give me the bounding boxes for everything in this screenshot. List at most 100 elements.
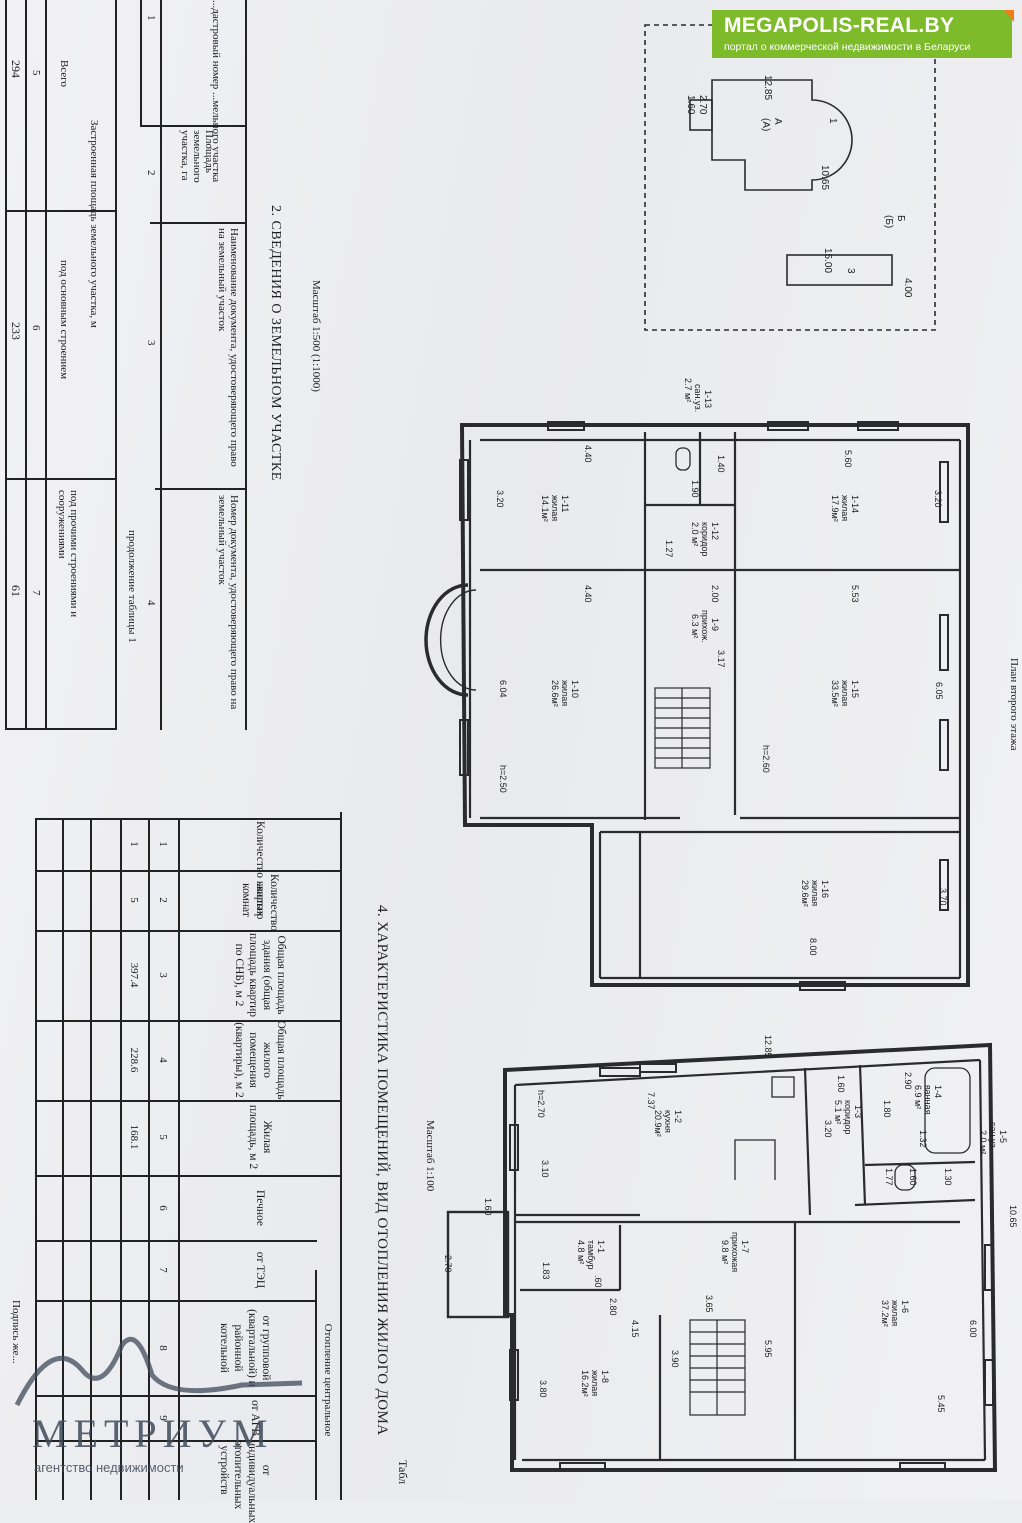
room-id: 1-6: [900, 1300, 910, 1313]
dimension: h=2.60: [761, 745, 771, 773]
room-area: 37.2м²: [880, 1300, 890, 1327]
site-label: 4.00: [902, 278, 913, 298]
dimension: 2.80: [608, 1298, 618, 1316]
room-id: 1-11: [560, 495, 570, 512]
site-label: 10.65: [819, 165, 830, 190]
room-id: 1-9: [710, 618, 720, 631]
dimension: 1.83: [541, 1262, 551, 1280]
bathtub-icon: [924, 1067, 971, 1154]
second-floor-walls: [459, 423, 970, 987]
dimension: 1.27: [664, 540, 674, 558]
dimension: 5.45: [936, 1395, 946, 1413]
room-id: 1-1: [596, 1240, 606, 1253]
room-area: 2.0 м²: [978, 1130, 988, 1154]
site-annex: [689, 99, 713, 131]
dimension: 1.80: [882, 1100, 892, 1118]
dimension: 10.65: [1008, 1205, 1018, 1228]
room-area: 17.9м²: [830, 495, 840, 522]
toilet-icon: [894, 1164, 916, 1191]
room-id: 1-3: [853, 1105, 863, 1118]
room-area: 2.7 м²: [683, 378, 693, 402]
dimension: 5.95: [763, 1340, 773, 1358]
dimension: 3.17: [716, 650, 726, 668]
room-area: 14.1м²: [540, 495, 550, 522]
dimension: 12.85: [763, 1035, 773, 1058]
site-building-3: [786, 254, 893, 286]
site-label: (Б): [883, 215, 894, 228]
dimension: h=2.50: [498, 765, 508, 793]
dimension: 8.00: [808, 938, 818, 956]
room-area: 20.9м²: [653, 1110, 663, 1137]
dimension: 1.32: [918, 1130, 928, 1148]
room-area: 6.9 м²: [913, 1085, 923, 1109]
dimension: 2.00: [710, 585, 720, 603]
entrance-porch: [446, 1210, 510, 1319]
room-type: тамбур: [586, 1240, 596, 1269]
dimension: 6.00: [968, 1320, 978, 1338]
dimension: 7.37: [646, 1092, 656, 1110]
metrium-logo-icon: [14, 1336, 303, 1407]
site-label: (А): [760, 118, 771, 131]
room-id: 1-2: [673, 1110, 683, 1123]
room-type: жилая: [840, 495, 850, 521]
room-id: 1-14: [850, 495, 860, 513]
site-label: А: [772, 118, 783, 125]
room-area: 16.2м²: [580, 1370, 590, 1397]
dimension: 1.60: [908, 1168, 918, 1186]
room-type: жилая: [550, 495, 560, 521]
site-label: 12.85: [762, 75, 773, 100]
dimension: 4.40: [583, 585, 593, 603]
dimension: 3.90: [670, 1350, 680, 1368]
first-floor-walls: [503, 1042, 998, 1472]
dimension: 3.80: [538, 1380, 548, 1398]
room-type: жилая: [590, 1370, 600, 1396]
site-building-a: [711, 79, 853, 191]
dimension: 5.60: [843, 450, 853, 468]
dimension: 4.40: [583, 445, 593, 463]
room-area: 2.0 м²: [690, 522, 700, 546]
watermark-title: MEGAPOLIS-REAL.BY: [724, 14, 955, 37]
room-area: 9.8 м²: [720, 1240, 730, 1264]
site-label: Б: [895, 215, 906, 222]
room-id: 1-12: [710, 522, 720, 540]
room-type: прихож.: [700, 610, 710, 643]
megapolis-watermark[interactable]: MEGAPOLIS-REAL.BY портал о коммерческой …: [712, 10, 1014, 58]
stove-icon: [771, 1076, 795, 1098]
room-type: коридор: [843, 1100, 853, 1134]
site-label: 1: [827, 118, 838, 124]
dimension: 1.90: [690, 480, 700, 498]
room-id: 1-4: [933, 1085, 943, 1098]
dimension: 3.20: [933, 490, 943, 508]
site-label: 1.60: [685, 95, 696, 115]
dimension: 2.70: [443, 1255, 453, 1273]
dimension: .60: [593, 1275, 603, 1288]
room-type: жилая: [840, 680, 850, 706]
room-area: 6.3 м²: [690, 614, 700, 638]
room-type: ванная: [923, 1085, 933, 1115]
dimension: 1.77: [884, 1168, 894, 1186]
dimension: h=2.70: [536, 1090, 546, 1118]
room-id: 1-8: [600, 1370, 610, 1383]
room-area: 29.6м²: [800, 880, 810, 907]
room-area: 4.8 м²: [576, 1240, 586, 1264]
toilet-icon: [675, 447, 691, 471]
metrium-name: МЕТРИУМ: [32, 1411, 274, 1456]
room-type: коридор: [700, 522, 710, 556]
dimension: 3.70: [938, 888, 948, 906]
room-id: 1-16: [820, 880, 830, 898]
dimension: 1.60: [483, 1198, 493, 1216]
site-label: 2.70: [697, 95, 708, 115]
dimension: 3.20: [495, 490, 505, 508]
room-type: жилая: [890, 1300, 900, 1326]
dimension: 6.04: [498, 680, 508, 698]
dimension: 3.65: [704, 1295, 714, 1313]
corner-mark: [1004, 10, 1014, 22]
dimension: 5.53: [850, 585, 860, 603]
dimension: 4.15: [630, 1320, 640, 1338]
room-type: прихожая: [730, 1232, 740, 1272]
room-type: жилая: [810, 880, 820, 906]
room-area: 26.6м²: [550, 680, 560, 707]
room-area: 33.5м²: [830, 680, 840, 707]
dimension: 1.60: [836, 1075, 846, 1093]
site-label: 3: [845, 268, 856, 274]
